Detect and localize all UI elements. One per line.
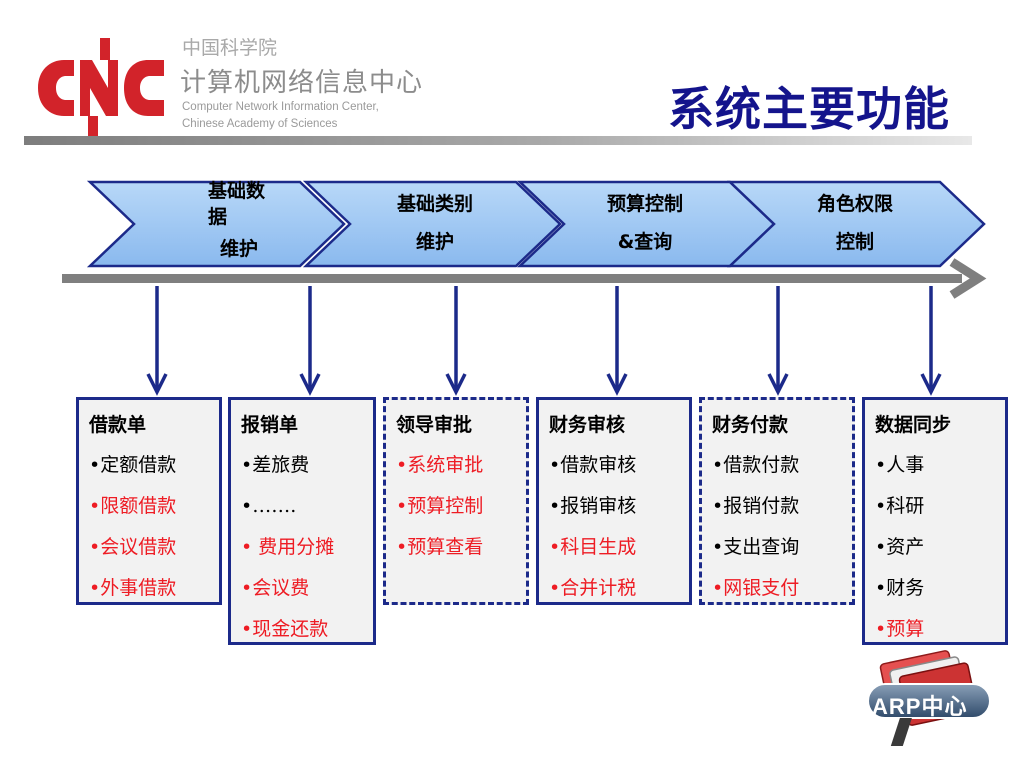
module-reimbursement-form: 报销单 •差旅费 •……. • 费用分摊 •会议费 •现金还款 [228, 397, 376, 645]
process-step-1-line3: 维护 [220, 238, 259, 260]
module-item: •借款审核 [549, 454, 637, 476]
page-title: 系统主要功能 [668, 82, 950, 136]
module-item: •外事借款 [89, 577, 177, 599]
down-arrow-2 [299, 286, 321, 396]
module-item: •科研 [875, 495, 925, 517]
org-name-cn: 计算机网络信息中心 [180, 68, 424, 98]
process-step-3-label: 预算控制 &查询 [590, 188, 700, 258]
process-step-2-line1: 基础类别 [396, 193, 473, 215]
module-item: •合并计税 [549, 577, 637, 599]
module-item: •报销付款 [712, 495, 800, 517]
module-item: •差旅费 [241, 454, 310, 476]
module-item: •预算 [875, 618, 925, 640]
module-finance-review: 财务审核 •借款审核 •报销审核 •科目生成 •合并计税 [536, 397, 692, 605]
process-step-3-line1: 预算控制 [606, 193, 683, 215]
down-arrow-3 [445, 286, 467, 396]
process-step-3-line2: &查询 [617, 231, 673, 253]
process-step-2-line2: 维护 [415, 231, 454, 253]
down-arrow-5 [767, 286, 789, 396]
module-data-sync: 数据同步 •人事 •科研 •资产 •财务 •预算 [862, 397, 1008, 645]
timeline-arrow [62, 258, 987, 299]
module-item: •会议费 [241, 577, 310, 599]
module-item: •预算查看 [396, 536, 484, 558]
module-item: •借款付款 [712, 454, 800, 476]
process-step-1-line1: 基础数 [208, 180, 266, 202]
module-item: •人事 [875, 454, 925, 476]
module-title: 财务付款 [712, 414, 789, 436]
module-leader-approval: 领导审批 •系统审批 •预算控制 •预算查看 [383, 397, 529, 605]
process-step-1-label: 基础数 据 维护 [198, 178, 278, 262]
process-step-4-line2: 控制 [835, 231, 874, 253]
badge-label: ARP中心 [872, 694, 968, 719]
module-loan-form: 借款单 •定额借款 •限额借款 •会议借款 •外事借款 [76, 397, 222, 605]
process-step-2 [302, 180, 562, 268]
module-title: 财务审核 [549, 414, 626, 436]
module-item: •……. [241, 495, 297, 517]
module-finance-payment: 财务付款 •借款付款 •报销付款 •支出查询 •网银支付 [699, 397, 855, 605]
org-name-en-line1: Computer Network Information Center, [182, 101, 379, 113]
down-arrow-1 [146, 286, 168, 396]
module-title: 数据同步 [875, 414, 952, 436]
org-name-cn-small: 中国科学院 [182, 37, 278, 59]
down-arrow-6 [920, 286, 942, 396]
process-step-1-line2: 据 [208, 206, 228, 228]
folders-icon [867, 650, 991, 746]
process-diagram [62, 180, 987, 396]
module-item: •科目生成 [549, 536, 637, 558]
module-title: 借款单 [89, 414, 147, 436]
module-title: 报销单 [241, 414, 299, 436]
module-item: •定额借款 [89, 454, 177, 476]
module-item: •资产 [875, 536, 925, 558]
module-item: •预算控制 [396, 495, 484, 517]
module-title: 领导审批 [396, 414, 473, 436]
process-step-4-line1: 角色权限 [816, 193, 893, 215]
module-item: •现金还款 [241, 618, 329, 640]
module-item: •财务 [875, 577, 925, 599]
header-divider [24, 136, 972, 145]
module-item: •支出查询 [712, 536, 800, 558]
process-step-4 [726, 180, 986, 268]
cnic-logo [38, 38, 164, 136]
module-item: •系统审批 [396, 454, 484, 476]
module-item: •报销审核 [549, 495, 637, 517]
module-item: • 费用分摊 [241, 536, 335, 558]
org-name-en-line2: Chinese Academy of Sciences [182, 118, 338, 130]
process-step-1 [86, 180, 346, 268]
module-item: •限额借款 [89, 495, 177, 517]
process-step-4-label: 角色权限 控制 [800, 188, 910, 258]
process-step-2-label: 基础类别 维护 [380, 188, 490, 258]
down-arrow-4 [606, 286, 628, 396]
module-item: •会议借款 [89, 536, 177, 558]
module-item: •网银支付 [712, 577, 800, 599]
